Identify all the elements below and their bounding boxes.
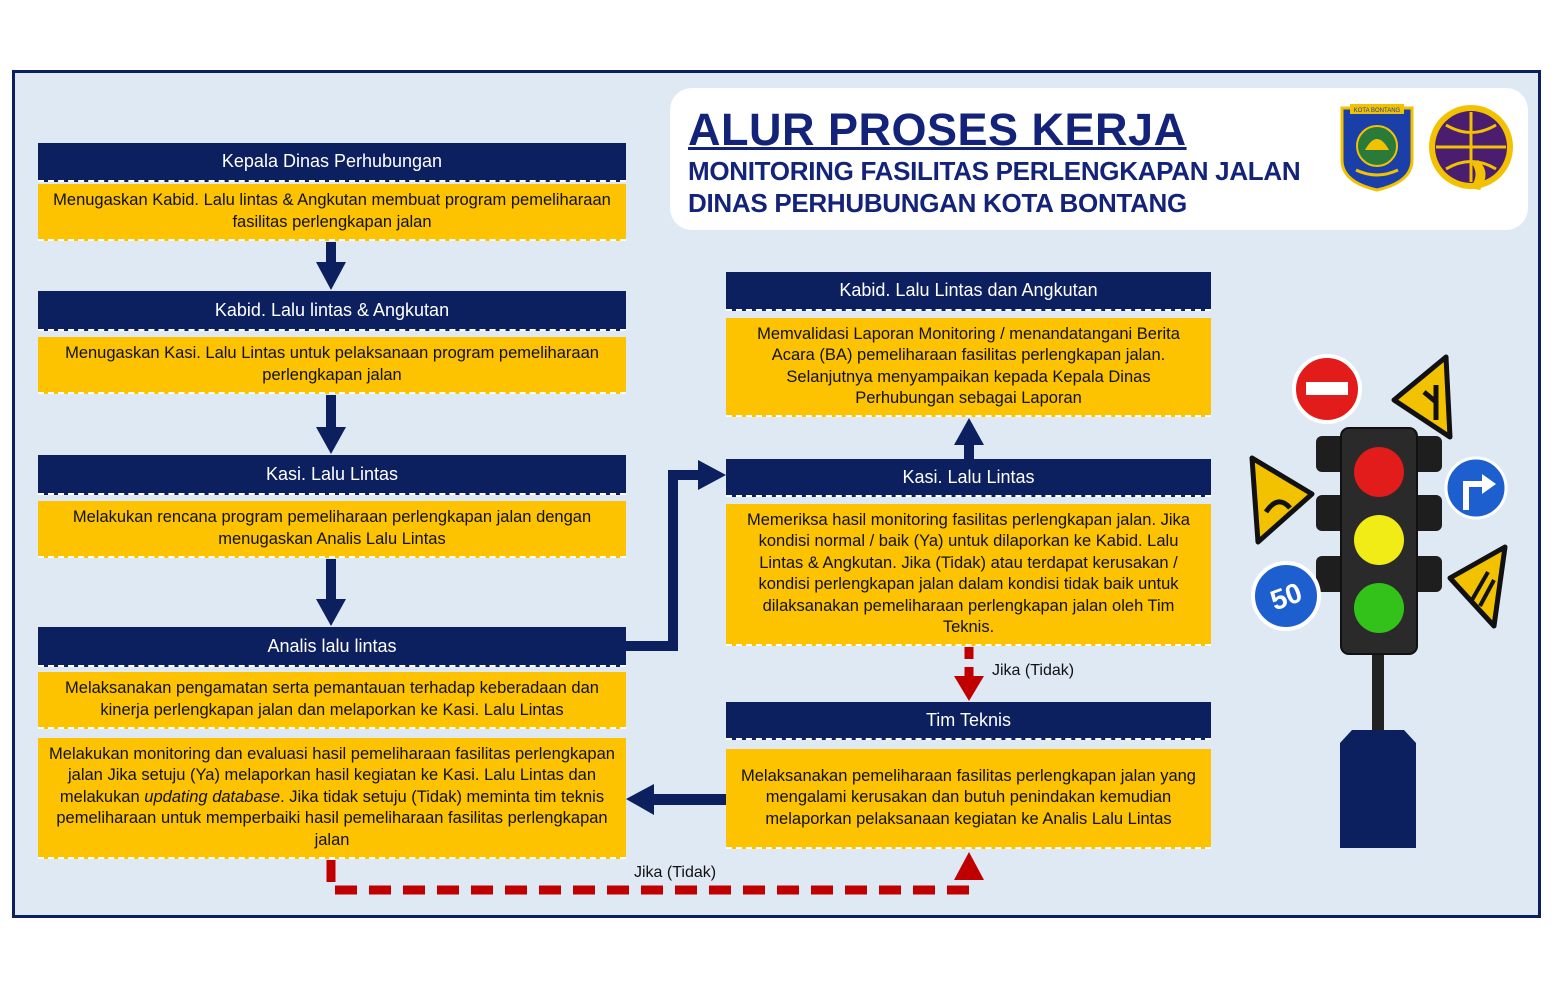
page-subtitle-office: DINAS PERHUBUNGAN KOTA BONTANG bbox=[688, 188, 1187, 218]
step-text-tim-teknis-content: Melaksanakan pemeliharaan fasilitas perl… bbox=[741, 766, 1196, 828]
step-text-kabid-left: Menugaskan Kasi. Lalu Lintas untuk pelak… bbox=[38, 337, 626, 394]
connector-label-no-bottom: Jika (Tidak) bbox=[634, 864, 717, 881]
step-text-kasi-right-content: Memeriksa hasil monitoring fasilitas per… bbox=[747, 510, 1190, 637]
step-text-kasi-left: Melakukan rencana program pemeliharaan p… bbox=[38, 501, 626, 558]
step-text-analis-content: Melaksanakan pengamatan serta pemantauan… bbox=[65, 679, 599, 719]
monitoring-text-part-b: . Jika tidak setuju (Tidak) meminta tim … bbox=[56, 787, 608, 849]
step-header-kasi-right: Kasi. Lalu Lintas bbox=[726, 459, 1211, 497]
step-text-tim-teknis: Melaksanakan pemeliharaan fasilitas perl… bbox=[726, 749, 1211, 849]
step-header-kabid-right: Kabid. Lalu Lintas dan Angkutan bbox=[726, 272, 1211, 311]
monitoring-text-emphasis: updating database bbox=[144, 787, 281, 806]
step-text-analis: Melaksanakan pengamatan serta pemantauan… bbox=[38, 672, 626, 729]
monitoring-text-part-a: Melakukan monitoring dan evaluasi hasil … bbox=[49, 744, 615, 806]
step-header-analis: Analis lalu lintas bbox=[38, 627, 626, 667]
step-text-kasi-left-content: Melakukan rencana program pemeliharaan p… bbox=[72, 508, 592, 548]
step-header-kasi-left: Kasi. Lalu Lintas bbox=[38, 455, 626, 495]
step-text-kasi-right: Memeriksa hasil monitoring fasilitas per… bbox=[726, 504, 1211, 646]
step-text-monitoring-content: Melakukan monitoring dan evaluasi hasil … bbox=[48, 744, 616, 852]
step-text-monitoring: Melakukan monitoring dan evaluasi hasil … bbox=[38, 738, 626, 859]
step-text-kabid-left-content: Menugaskan Kasi. Lalu Lintas untuk pelak… bbox=[65, 344, 599, 384]
step-header-kepala-dinas: Kepala Dinas Perhubungan bbox=[38, 143, 626, 182]
page-subtitle: MONITORING FASILITAS PERLENGKAPAN JALAN bbox=[688, 156, 1301, 186]
connector-label-no-right: Jika (Tidak) bbox=[992, 662, 1075, 679]
step-header-tim-teknis: Tim Teknis bbox=[726, 702, 1211, 740]
step-text-kepala-dinas-content: Menugaskan Kabid. Lalu lintas & Angkutan… bbox=[53, 191, 611, 231]
page-title: ALUR PROSES KERJA bbox=[688, 104, 1187, 155]
step-header-kabid-left: Kabid. Lalu lintas & Angkutan bbox=[38, 291, 626, 331]
step-text-kabid-right-content: Memvalidasi Laporan Monitoring / menanda… bbox=[757, 324, 1180, 408]
step-text-kepala-dinas: Menugaskan Kabid. Lalu lintas & Angkutan… bbox=[38, 184, 626, 241]
step-text-kabid-right: Memvalidasi Laporan Monitoring / menanda… bbox=[726, 318, 1211, 417]
